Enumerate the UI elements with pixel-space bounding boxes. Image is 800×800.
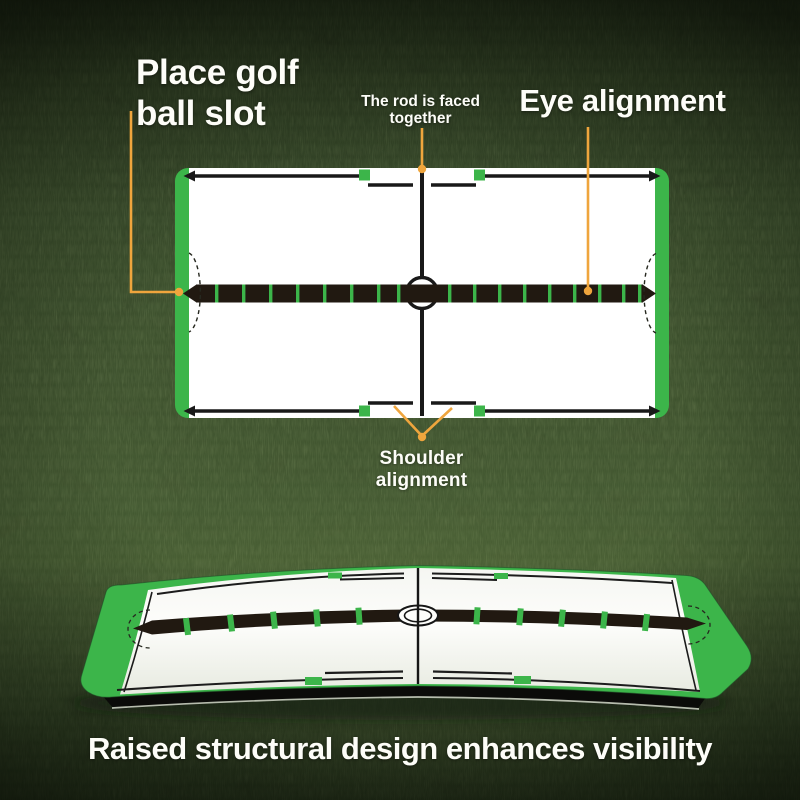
stripe-ticks [215,284,642,303]
product-face [120,568,700,695]
rod-label: The rod is faced together [338,93,503,127]
ball-slot-label: Place golf ball slot [136,52,299,134]
ball-slot-callout-line [129,111,177,294]
ball-slot-label-line2: ball slot [136,94,266,133]
product-bottom-rim [111,696,700,710]
product-right-border-line [671,579,697,691]
product-stripe-ticks [182,607,651,636]
caption-text: Raised structural design enhances visibi… [87,731,713,766]
target-line-stripe [183,284,656,303]
stripe-right-arrowhead-icon [642,284,656,303]
stripe-left-arrowhead-icon [183,284,197,303]
product-tip-marks [127,605,711,649]
product-bottom-guides [116,670,701,692]
top-green-markers [359,169,485,181]
top-edge-guides [183,169,661,187]
shoulder-alignment-label: Shoulder alignment [340,448,503,491]
shoulder-label-line1: Shoulder [379,448,464,469]
bottom-edge-guides [183,401,661,417]
shoulder-callout-lines [393,405,453,436]
alignment-mirror-diagram [175,168,669,418]
shoulder-label-line2: alignment [375,469,468,491]
left-ball-slot-arc [188,252,202,333]
eye-alignment-label: Eye alignment [519,83,726,118]
top-right-arrowhead-icon [649,170,661,182]
product-photo-render [70,564,752,720]
rod-label-line1: The rod is faced [361,93,480,110]
top-left-arrowhead-icon [183,170,195,182]
product-left-border-line [123,591,153,693]
rod-label-line2: together [389,110,452,127]
right-ball-slot-arc [643,252,657,334]
product-ball-circle-outer [397,604,439,627]
bottom-left-arrowhead-icon [183,405,195,417]
callout-lines [129,111,593,442]
product-top-guides [156,572,673,595]
bottom-green-markers [359,405,485,417]
callout-dots [174,164,593,442]
product-ball-circle-inner [403,608,433,623]
bottom-right-arrowhead-icon [649,405,661,417]
product-underside [104,686,705,710]
ball-slot-label-line1: Place golf [136,53,299,92]
ball-slot-marks [188,252,657,334]
